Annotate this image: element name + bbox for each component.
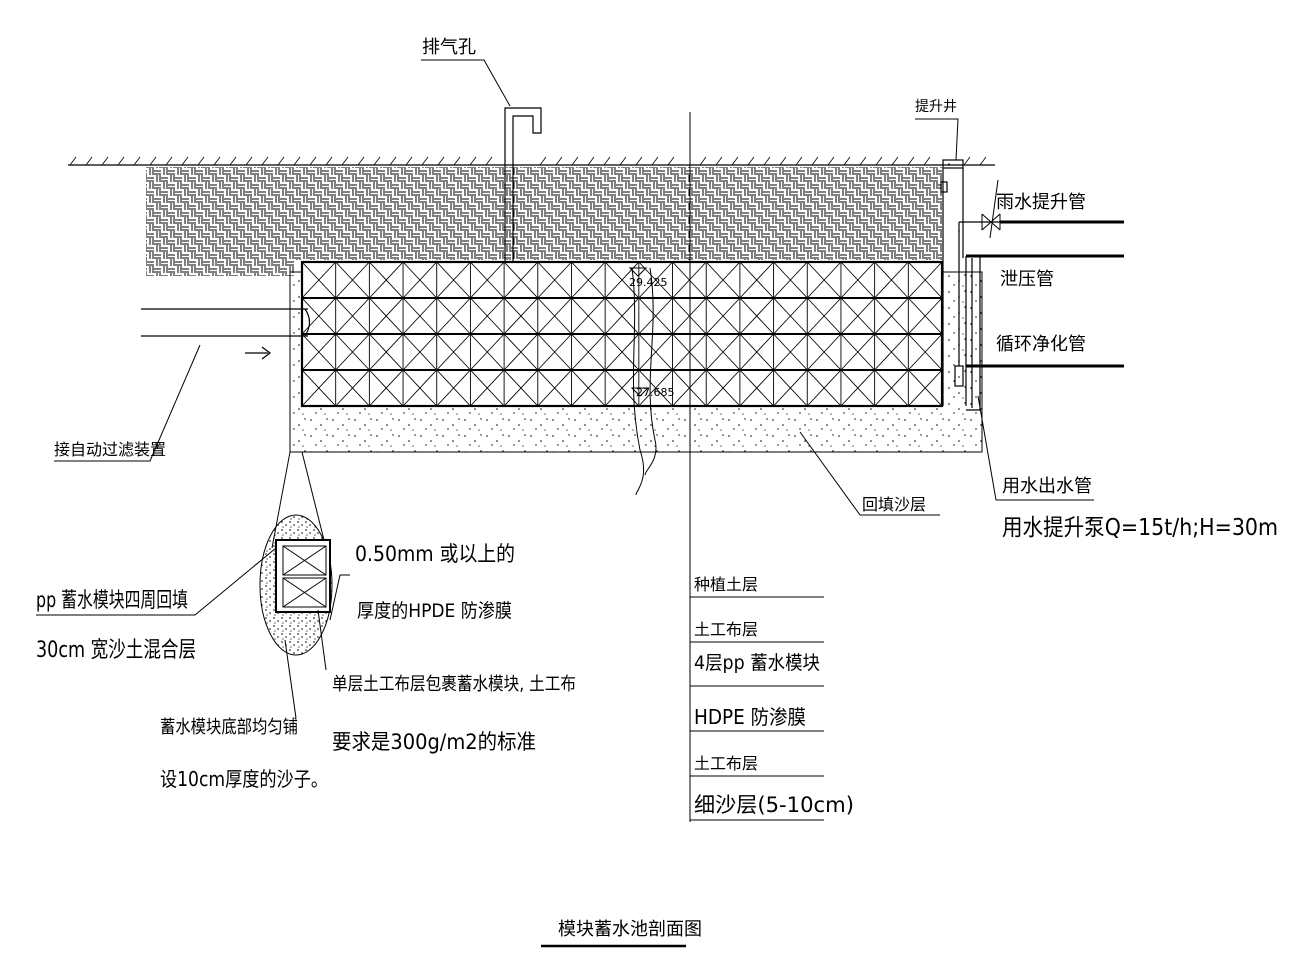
elevation-top-mark: 29.425 — [628, 267, 668, 289]
layer-legend-1: 土工布层 — [694, 620, 758, 639]
sand-note-line2: 设10cm厚度的沙子。 — [160, 767, 328, 791]
vent-hole-label: 排气孔 — [422, 37, 476, 58]
inlet-pipe — [141, 308, 311, 360]
ground-surface — [68, 156, 995, 166]
pump-spec-label: 用水提升泵Q=15t/h;H=30m — [1002, 515, 1278, 541]
water-outlet-pipe-label: 用水出水管 — [1002, 476, 1092, 497]
geotextile-note-line2: 要求是300g/m2的标准 — [332, 730, 536, 754]
elevation-bottom-text: 27.685 — [636, 386, 675, 399]
layer-legend-lines — [690, 596, 824, 821]
layer-legend-3: HDPE 防渗膜 — [694, 705, 806, 729]
layer-legend-0: 种植土层 — [694, 575, 758, 594]
pipe-rain-lift — [958, 213, 1124, 232]
hdpe-note-line2: 厚度的HPDE 防渗膜 — [357, 600, 512, 622]
elevation-bottom-mark: 27.685 — [630, 386, 675, 399]
break-line — [631, 267, 657, 496]
left-soil-strip — [146, 260, 294, 276]
detail-callout — [259, 451, 333, 656]
callout-leaders — [36, 547, 350, 719]
lift-well-label: 提升井 — [915, 99, 957, 115]
sand-note-line1: 蓄水模块底部均匀铺 — [160, 717, 298, 738]
auto-filter-label: 接自动过滤装置 — [54, 440, 166, 459]
geotextile-note-line1: 单层土工布层包裹蓄水模块, 土工布 — [332, 674, 576, 695]
layer-legend-4: 土工布层 — [694, 754, 758, 773]
backfill-note-line2: 30cm 宽沙土混合层 — [36, 638, 196, 663]
backfill-note-line1: pp 蓄水模块四周回填 — [36, 588, 188, 612]
rain-lift-pipe-label: 雨水提升管 — [996, 192, 1086, 213]
backfill-sand-label: 回填沙层 — [862, 495, 926, 514]
pressure-relief-pipe-label: 泄压管 — [1000, 269, 1054, 290]
planting-soil-layer — [146, 167, 942, 260]
lift-well — [940, 159, 981, 411]
leader-lines — [54, 59, 1094, 516]
circulation-pipe-label: 循环净化管 — [996, 334, 1086, 355]
layer-legend-5: 细沙层(5-10cm) — [694, 793, 854, 817]
vent-pipe — [504, 107, 542, 262]
layer-legend-2: 4层pp 蓄水模块 — [694, 652, 820, 674]
storage-module-block — [300, 260, 944, 408]
drawing-title: 模块蓄水池剖面图 — [558, 919, 702, 940]
hdpe-note-line1: 0.50mm 或以上的 — [355, 542, 515, 566]
elevation-top-text: 29.425 — [629, 276, 668, 289]
